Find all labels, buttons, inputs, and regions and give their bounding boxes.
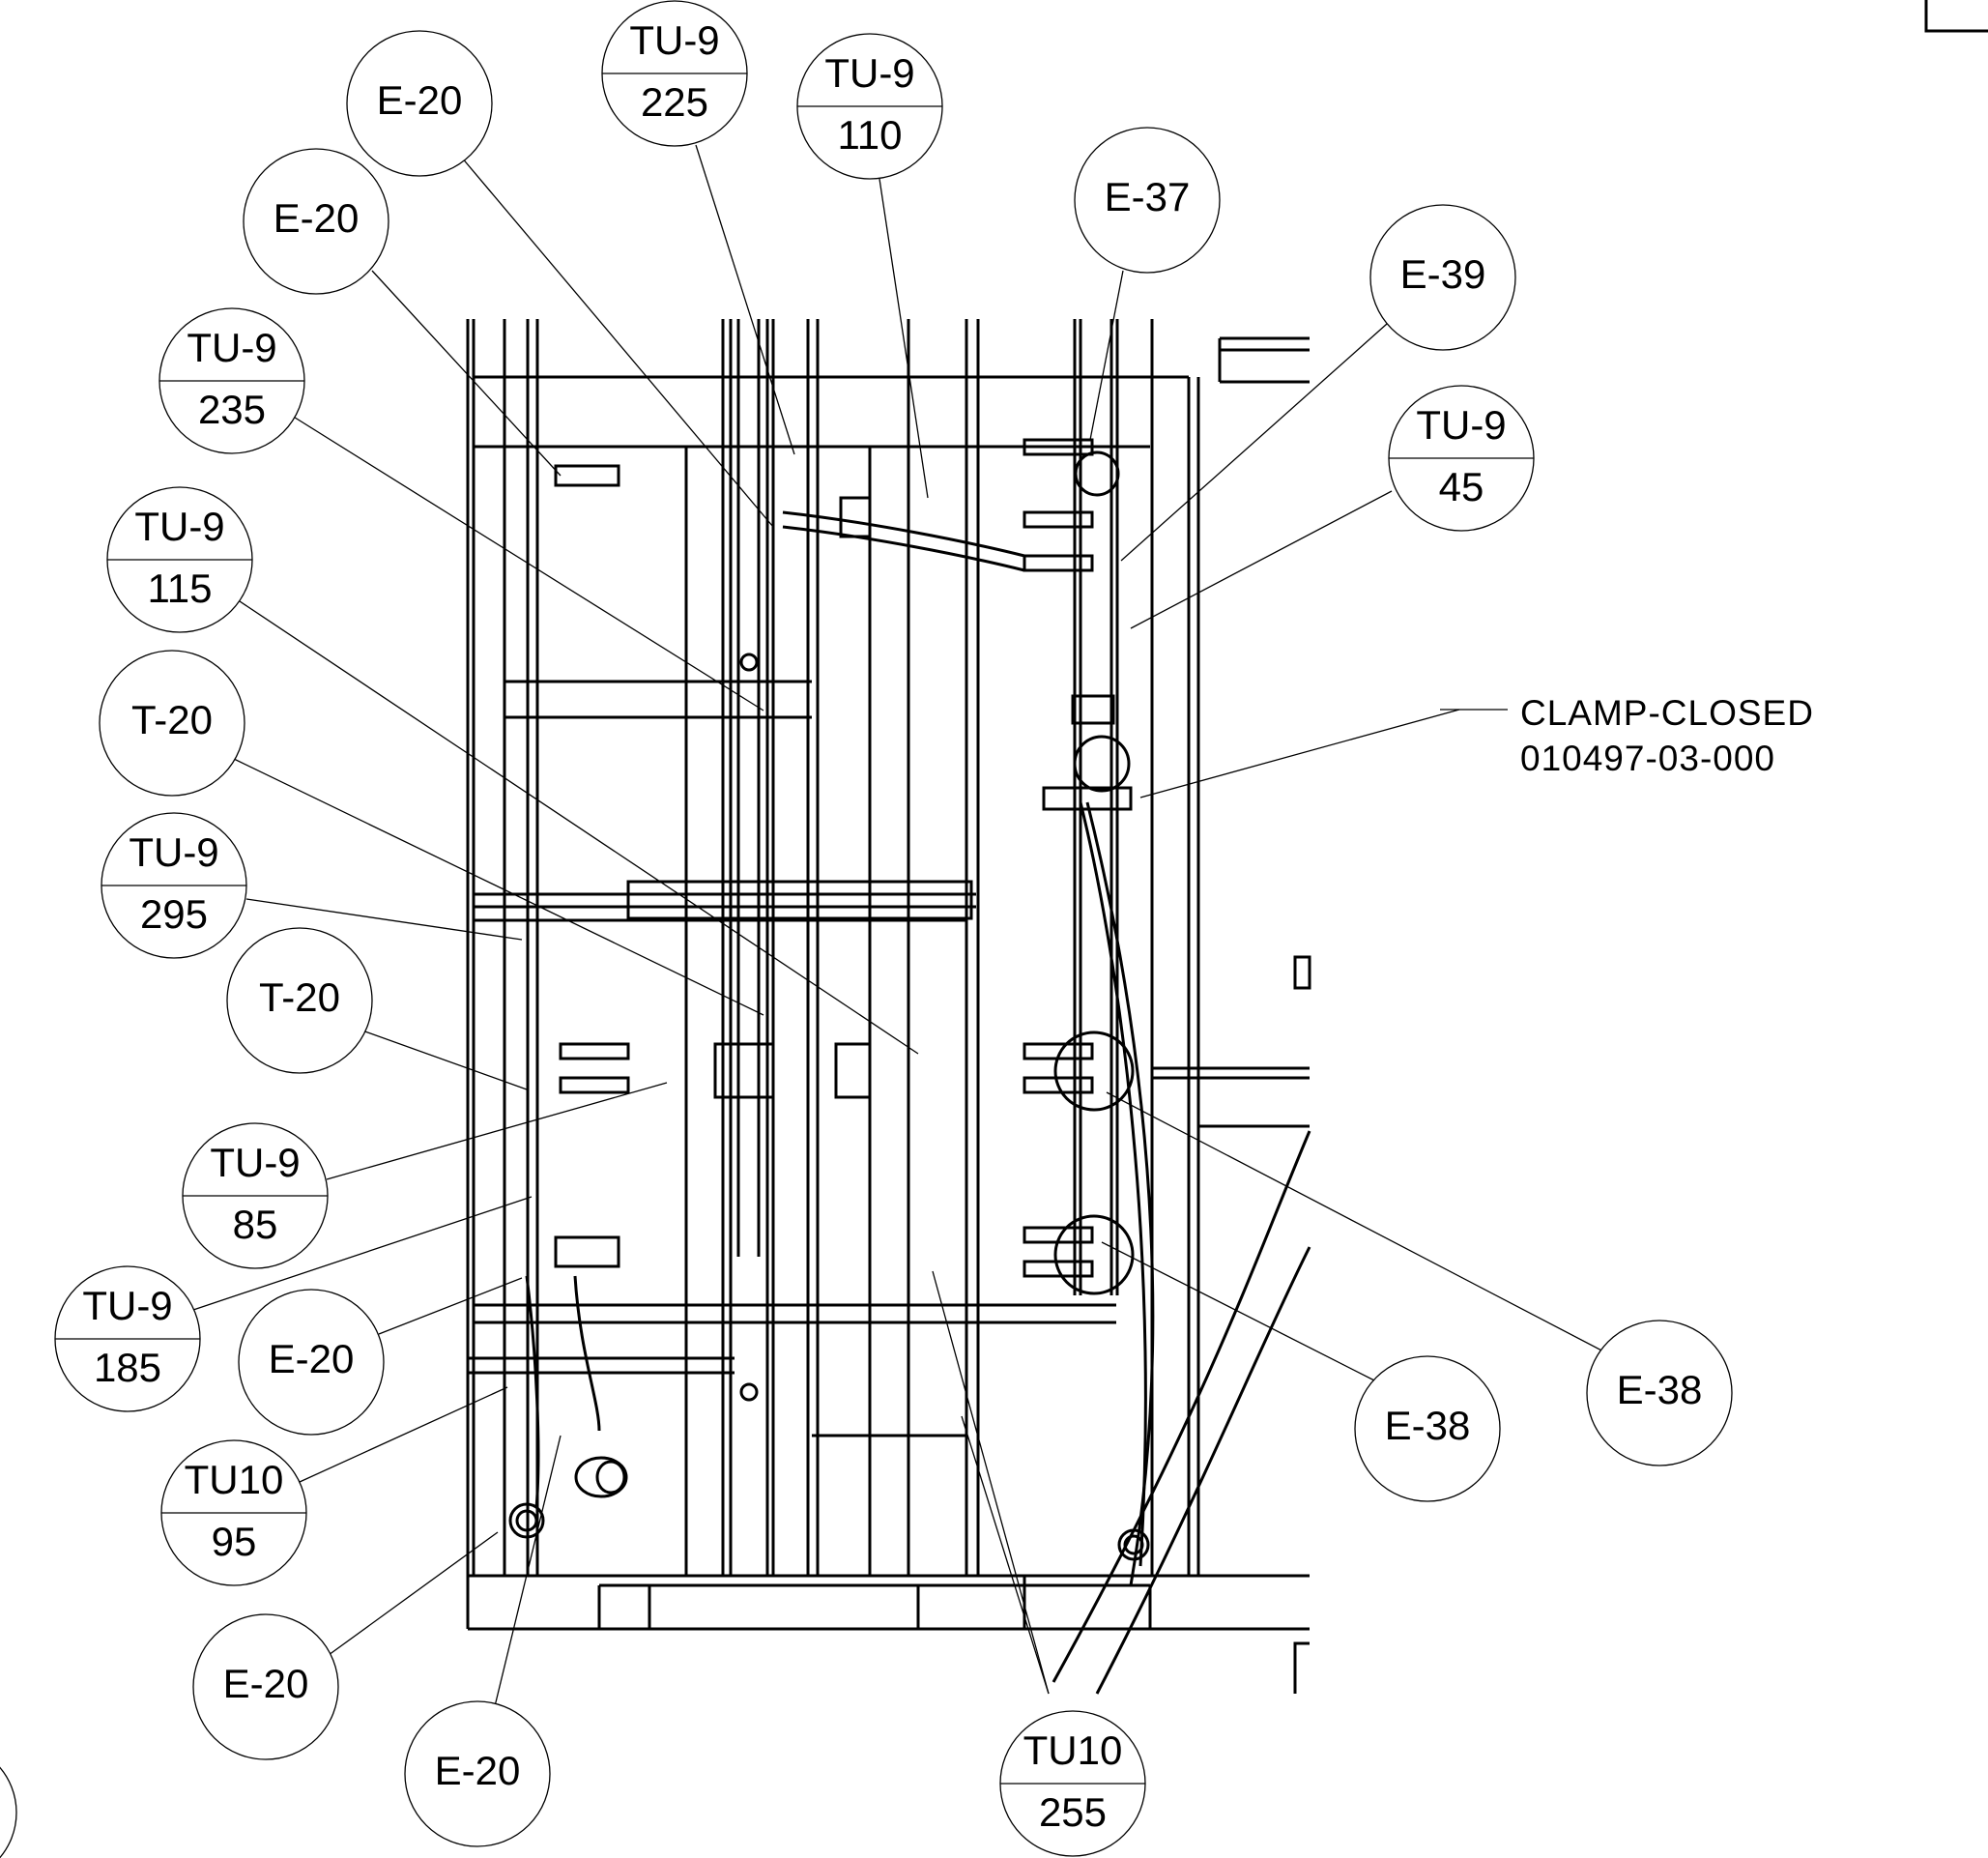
callout-label: T-20 (259, 974, 340, 1020)
callout-label-top: TU-9 (129, 829, 218, 875)
callout-e20-b: E-20 (243, 148, 389, 295)
callout-tu9-225: TU-9 225 (601, 0, 748, 147)
callout-label-bottom: 235 (198, 387, 266, 432)
callout-label: E-37 (1105, 174, 1191, 219)
callout-tu10-95: TU10 95 (160, 1439, 307, 1586)
callout-label-bottom: 110 (838, 112, 903, 158)
callout-tu9-45: TU-9 45 (1388, 385, 1535, 532)
callout-label-bottom: 95 (212, 1519, 257, 1564)
callout-tu9-85: TU-9 85 (182, 1122, 329, 1269)
callout-label-top: TU-9 (1416, 402, 1506, 448)
callout-label-bottom: 255 (1039, 1789, 1107, 1835)
callout-label: E-39 (1400, 251, 1486, 297)
callout-tu9-185: TU-9 185 (54, 1265, 201, 1412)
callout-label-top: TU10 (1023, 1727, 1123, 1773)
partial-callout-bubble (0, 1766, 17, 1858)
callout-label-bottom: 295 (140, 891, 208, 937)
callout-e38-a: E-38 (1354, 1355, 1501, 1502)
clamp-note: CLAMP-CLOSED 010497-03-000 (1440, 693, 1814, 778)
callout-label: E-20 (269, 1336, 355, 1381)
callout-e37: E-37 (1074, 127, 1221, 274)
callout-label-bottom: 85 (233, 1202, 278, 1247)
callout-t20-b: T-20 (226, 927, 373, 1074)
note-line-2: 010497-03-000 (1520, 739, 1775, 778)
callout-label-top: TU10 (185, 1457, 284, 1502)
callout-e38-b: E-38 (1586, 1320, 1733, 1466)
callout-label-top: TU-9 (134, 504, 224, 549)
callout-label: E-20 (377, 77, 463, 123)
callout-t20-a: T-20 (99, 650, 245, 797)
callout-tu9-295: TU-9 295 (101, 812, 247, 959)
callout-label-top: TU-9 (629, 17, 719, 63)
callout-label: T-20 (131, 697, 213, 742)
leader-lines (192, 144, 1608, 1707)
callout-e39: E-39 (1369, 204, 1516, 351)
callout-label-top: TU-9 (210, 1140, 300, 1185)
callout-label-bottom: 225 (641, 79, 708, 125)
callout-label: E-20 (223, 1661, 309, 1706)
callout-label-top: TU-9 (824, 50, 914, 96)
callout-tu9-235: TU-9 235 (158, 307, 305, 454)
callout-label-top: TU-9 (82, 1283, 172, 1328)
callout-label-top: TU-9 (187, 325, 276, 370)
callout-e20-c: E-20 (238, 1289, 385, 1436)
title-block-corner (1924, 0, 1988, 33)
callout-label-bottom: 45 (1439, 464, 1484, 509)
callout-e20-top: E-20 (346, 30, 493, 177)
callout-label: E-38 (1385, 1403, 1471, 1448)
callout-label: E-20 (274, 195, 360, 241)
callout-e20-e: E-20 (404, 1700, 551, 1847)
callout-label-bottom: 115 (148, 566, 213, 611)
callout-label: E-38 (1617, 1367, 1703, 1412)
callout-tu10-255: TU10 255 (999, 1710, 1146, 1857)
callout-tu9-110: TU-9 110 (796, 33, 943, 180)
assembly-frame (466, 319, 1311, 1695)
callout-e20-d: E-20 (192, 1613, 339, 1760)
callout-label: E-20 (435, 1748, 521, 1793)
note-line-1: CLAMP-CLOSED (1520, 693, 1814, 733)
callout-tu9-115: TU-9 115 (106, 486, 253, 633)
callout-label-bottom: 185 (94, 1345, 161, 1390)
